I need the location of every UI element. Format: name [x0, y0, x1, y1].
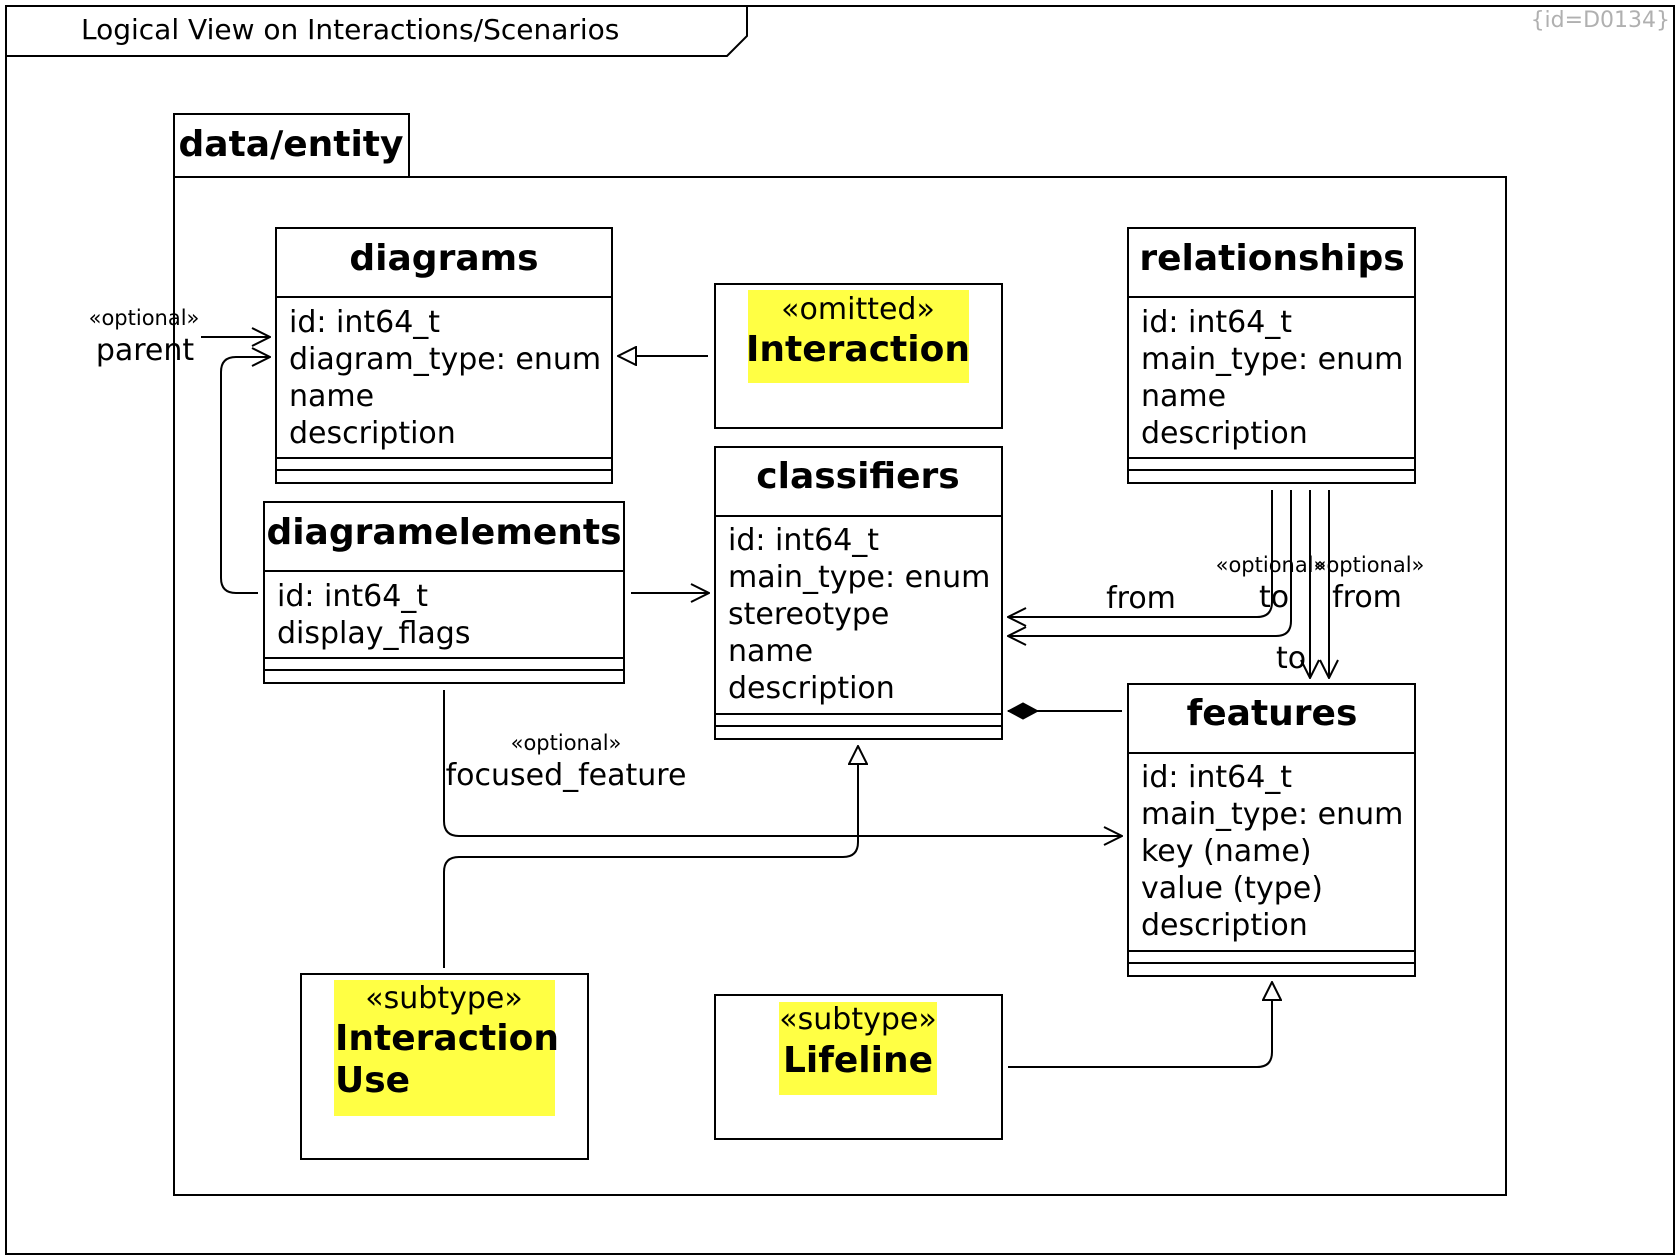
highlight-box — [748, 290, 969, 383]
stereotype-interaction-use[interactable]: «subtype» Interaction Use — [300, 973, 589, 1160]
parent-stereotype: «optional» — [89, 306, 200, 330]
class-attribute: stereotype — [728, 597, 889, 632]
stereotype-label: «subtype» — [779, 1002, 936, 1037]
stereotype-label: «subtype» — [365, 981, 522, 1016]
class-attribute: id: int64_t — [1141, 305, 1292, 340]
lifeline-generalization[interactable] — [1008, 982, 1272, 1068]
package-name: data/entity — [179, 124, 404, 165]
focused-feature-stereotype: «optional» — [511, 731, 622, 755]
interaction-use-generalization[interactable] — [443, 746, 858, 968]
class-classifiers[interactable]: classifiers id: int64_t main_type: enum … — [714, 446, 1003, 740]
diagram-id: {id=D0134} — [1531, 8, 1670, 33]
class-attribute: id: int64_t — [728, 523, 879, 558]
class-name: diagramelements — [266, 512, 621, 553]
class-name: features — [1187, 693, 1358, 734]
parent-label: parent — [96, 333, 195, 368]
stereotype-name: Interaction — [746, 329, 970, 370]
highlight-box — [779, 1002, 937, 1095]
class-attribute: main_type: enum — [728, 560, 990, 595]
relationship-to-stereotype: «optional» — [1216, 553, 1327, 577]
relationship-from-feature-label: from — [1332, 580, 1402, 615]
class-features[interactable]: features id: int64_t main_type: enum key… — [1127, 683, 1416, 977]
class-diagramelements[interactable]: diagramelements id: int64_t display_flag… — [263, 501, 625, 684]
relationship-from-classifier-arrow[interactable] — [1008, 490, 1273, 617]
class-attribute: name — [1141, 379, 1226, 414]
relationship-to-classifier-arrow[interactable] — [1008, 490, 1292, 636]
class-attribute: value (type) — [1141, 871, 1323, 906]
class-attribute: id: int64_t — [1141, 760, 1292, 795]
focused-feature-label: focused_feature — [446, 758, 687, 793]
class-attribute: description — [1141, 908, 1308, 943]
diagramelements-to-diagrams-arrow[interactable] — [220, 357, 270, 594]
stereotype-name: Interaction — [335, 1018, 559, 1059]
relationship-to-feature-label: to — [1276, 641, 1306, 676]
class-attribute: description — [289, 416, 456, 451]
class-name: diagrams — [349, 238, 538, 279]
class-attribute: description — [1141, 416, 1308, 451]
class-name: relationships — [1139, 238, 1404, 279]
class-relationships[interactable]: relationships id: int64_t main_type: enu… — [1127, 227, 1416, 484]
class-attribute: id: int64_t — [289, 305, 440, 340]
class-attribute: description — [728, 671, 895, 706]
class-attribute: main_type: enum — [1141, 342, 1403, 377]
highlight-box — [334, 980, 555, 1116]
stereotype-interaction[interactable]: «omitted» Interaction — [714, 283, 1003, 429]
relationship-from-label: from — [1106, 581, 1176, 616]
class-attribute: key (name) — [1141, 834, 1312, 869]
class-name: classifiers — [756, 456, 959, 497]
class-attribute: id: int64_t — [277, 579, 428, 614]
stereotype-label: «omitted» — [781, 292, 935, 327]
frame-title: Logical View on Interactions/Scenarios — [81, 13, 619, 46]
connector-labels: «optional» parent «optional» focused_fea… — [89, 306, 1425, 793]
class-attribute: name — [728, 634, 813, 669]
class-attribute: name — [289, 379, 374, 414]
relationship-from-stereotype: «optional» — [1314, 553, 1425, 577]
class-attribute: display_flags — [277, 616, 470, 651]
stereotype-name: Lifeline — [783, 1040, 933, 1081]
class-attribute: main_type: enum — [1141, 797, 1403, 832]
class-diagrams[interactable]: diagrams id: int64_t diagram_type: enum … — [275, 227, 613, 484]
class-attribute: diagram_type: enum — [289, 342, 601, 377]
relationship-to-label: to — [1259, 580, 1289, 615]
connectors — [201, 337, 1329, 1068]
stereotype-name: Use — [335, 1060, 410, 1101]
stereotype-lifeline[interactable]: «subtype» Lifeline — [714, 994, 1003, 1140]
focused-feature-arrow[interactable] — [443, 690, 1122, 836]
